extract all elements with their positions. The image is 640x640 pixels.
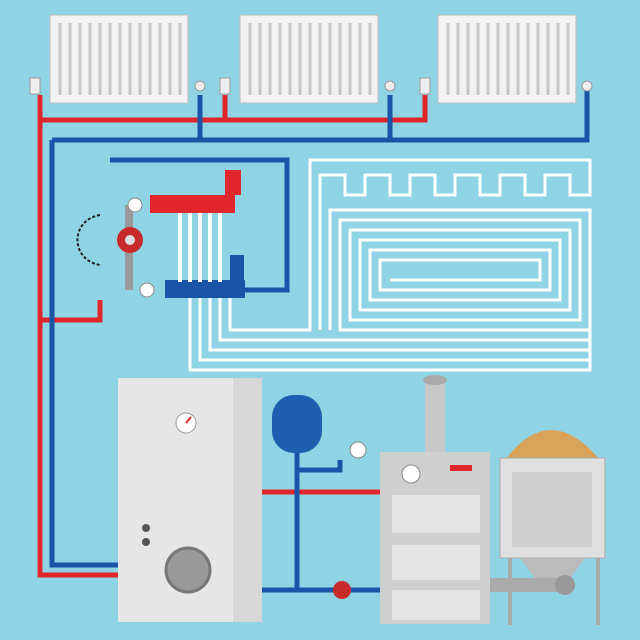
thermometer-icon <box>401 464 421 484</box>
pellets <box>505 430 600 460</box>
radiator <box>239 14 379 104</box>
air-vent-icon <box>225 170 241 195</box>
sensor-cable <box>76 214 101 266</box>
pellet-boiler <box>380 375 490 624</box>
air-vent-icon <box>230 255 244 280</box>
manifold-return <box>165 280 245 298</box>
radiator <box>49 14 189 104</box>
hot-supply-pipes <box>37 95 428 578</box>
manifold-supply <box>150 195 235 213</box>
gauge-icon <box>127 197 143 213</box>
circulation-pump-icon <box>333 581 351 599</box>
pellet-hopper <box>490 430 606 625</box>
underfloor-heating-coil <box>188 158 592 372</box>
radiator <box>437 14 577 104</box>
thermostatic-valve-icons <box>29 77 593 95</box>
cold-return-pipes <box>49 90 590 593</box>
manifold-connections <box>178 213 222 282</box>
indicator-light <box>450 465 472 471</box>
auger-feeder <box>490 578 560 592</box>
hot-water-tank <box>118 378 262 622</box>
gauge-icon <box>139 282 155 298</box>
gauge-icon <box>349 441 367 459</box>
chimney <box>425 380 445 452</box>
inspection-hatch <box>164 546 212 594</box>
expansion-vessel <box>272 395 367 599</box>
